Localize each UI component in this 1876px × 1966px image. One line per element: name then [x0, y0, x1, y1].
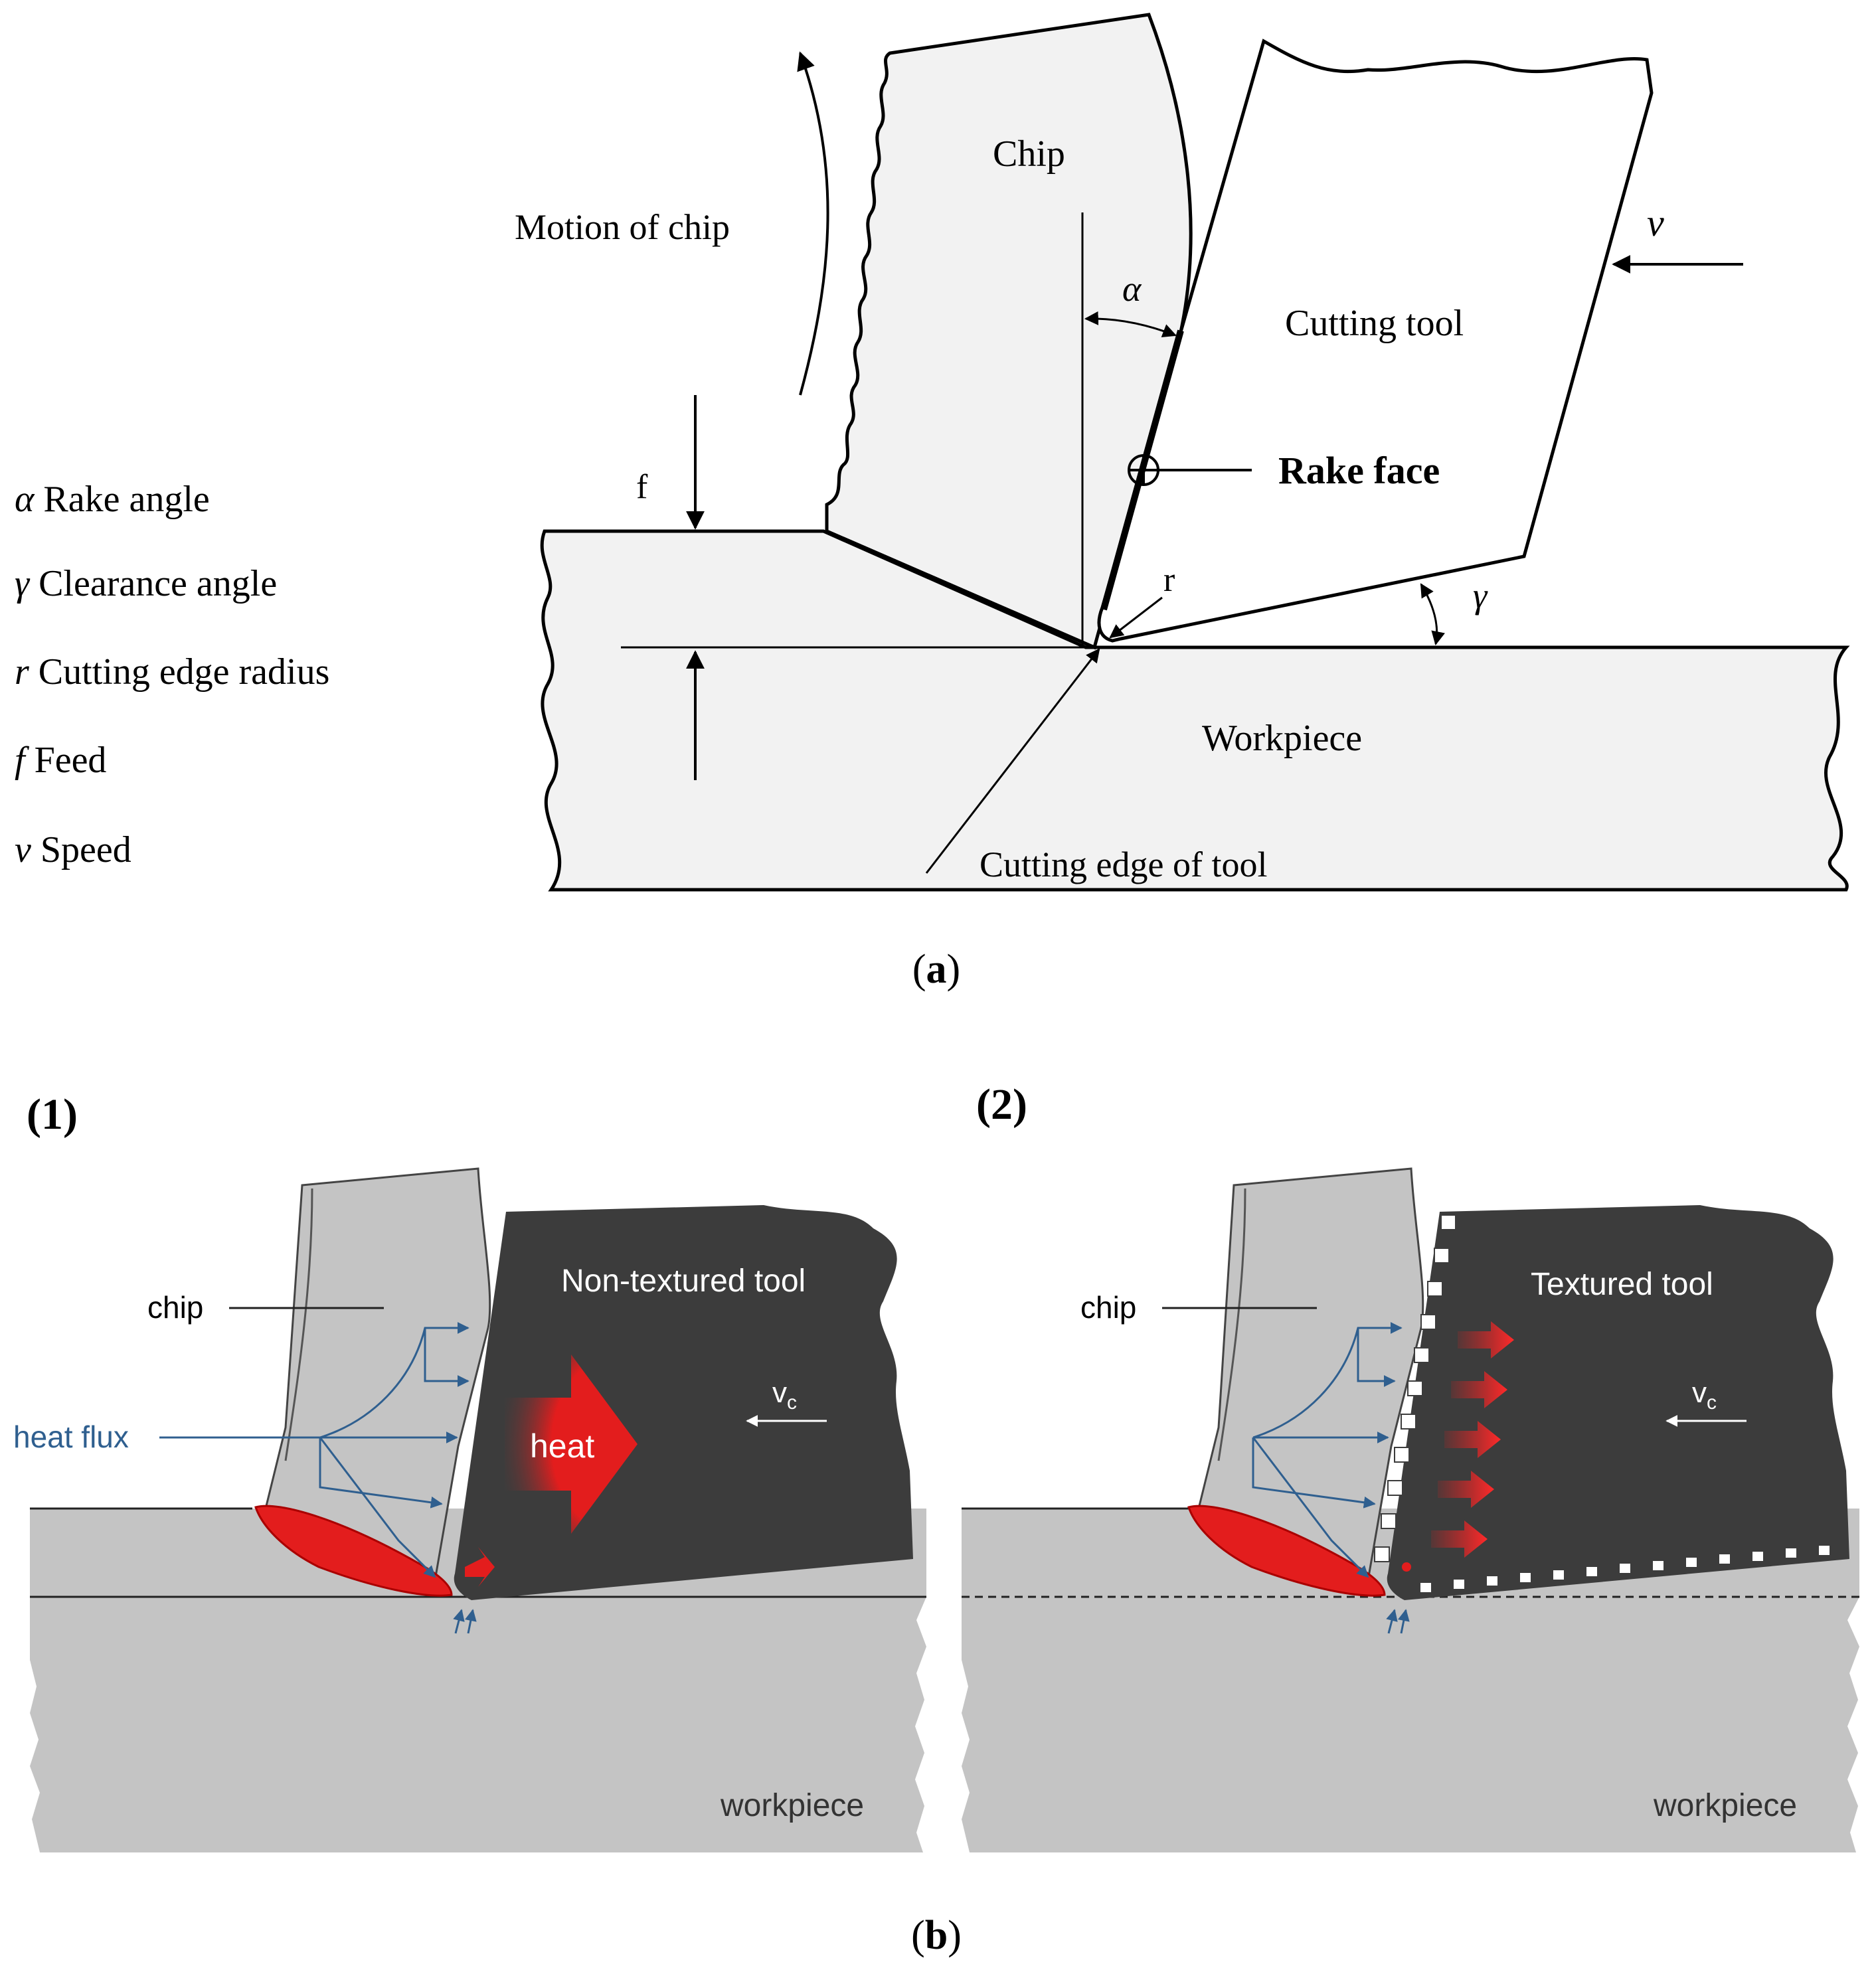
rake-angle-arc [1084, 311, 1177, 337]
workpiece-a [540, 529, 1850, 892]
small-heat-arrow-b1 [465, 1547, 495, 1587]
caption-a-open: ( [912, 947, 926, 992]
legend-symbol-v: v [15, 829, 31, 870]
subpanel-2-tag: (2) [976, 1080, 1027, 1129]
caption-a-letter: a [926, 947, 947, 992]
vc-sub-b1: c [787, 1392, 797, 1414]
vc-label-b1: vc [772, 1376, 797, 1414]
heat-label: heat [530, 1428, 594, 1465]
chip-label-a: Chip [993, 133, 1065, 175]
chip-label-b2: chip [1080, 1290, 1136, 1325]
cutting-tool-label: Cutting tool [1285, 303, 1464, 344]
vc-label-b2: vc [1692, 1376, 1717, 1414]
vc-main-b2: v [1692, 1376, 1707, 1409]
heat-zone-b1 [254, 1505, 453, 1597]
workpiece-b2 [962, 1509, 1859, 1852]
r-label: r [1163, 561, 1175, 599]
heat-flux-tree-b2 [1252, 1322, 1410, 1634]
legend-item: f Feed [15, 740, 106, 781]
texture-dimples-rake [1374, 1214, 1456, 1562]
caption-a: (a) [912, 947, 960, 992]
legend-text-speed: Speed [31, 829, 131, 870]
workpiece-label-b1: workpiece [720, 1788, 864, 1823]
chip-boundary-b2 [1217, 1188, 1246, 1461]
caption-a-close: ) [947, 947, 961, 992]
f-label: f [636, 468, 648, 506]
legend-text-feed: Feed [25, 740, 107, 781]
heat-arrow-b1 [505, 1354, 638, 1534]
legend-text-rake-angle: Rake angle [34, 479, 209, 520]
legend-item: γ Clearance angle [15, 563, 277, 604]
motion-of-chip-label: Motion of chip [515, 207, 730, 247]
heat-arrows-b2 [1431, 1321, 1514, 1558]
legend-symbol-gamma: γ [15, 563, 31, 604]
cutting-edge-label: Cutting edge of tool [980, 845, 1267, 884]
panel-b1: (1) chip heat flux Non-textured [13, 1090, 926, 1852]
legend-item: v Speed [15, 829, 131, 870]
legend-item: α Rake angle [15, 479, 210, 520]
heat-flux-label: heat flux [13, 1420, 129, 1454]
chip-boundary-b1 [284, 1188, 313, 1461]
v-label: v [1647, 201, 1664, 244]
clearance-angle-arc [1420, 583, 1445, 646]
tool-b2 [1387, 1205, 1849, 1600]
chip-motion-arrow [797, 51, 829, 396]
chip-a [825, 13, 1193, 650]
edge-heat-dot-b2 [1402, 1562, 1411, 1572]
gamma-label: γ [1473, 576, 1488, 615]
workpiece-b1 [30, 1509, 926, 1852]
panel-b2: (2) [962, 1080, 1859, 1852]
radius-arrow [1109, 596, 1163, 639]
textured-tool-label: Textured tool [1531, 1267, 1713, 1302]
texture-dimples-flank [1419, 1544, 1831, 1594]
caption-b-close: ) [948, 1913, 962, 1958]
cutting-edge-pointer [925, 648, 1100, 874]
subpanel-1-tag: (1) [27, 1090, 78, 1139]
alpha-label: α [1122, 269, 1142, 309]
heat-zone-b2 [1187, 1505, 1386, 1597]
legend-symbol-r: r [15, 651, 29, 693]
non-textured-tool-label: Non-textured tool [561, 1264, 806, 1299]
vc-sub-b2: c [1707, 1392, 1717, 1414]
legend-symbol-alpha: α [15, 479, 35, 520]
workpiece-label-a: Workpiece [1202, 718, 1362, 759]
legend-text-clearance-angle: Clearance angle [29, 563, 277, 604]
legend-text-cutting-edge-radius: Cutting edge radius [29, 651, 330, 693]
panel-a: α γ r Rake face v f Motion of chip Cutti… [15, 13, 1850, 992]
vc-main-b1: v [772, 1376, 787, 1409]
rake-face-label: Rake face [1278, 449, 1440, 492]
caption-b: (b) [911, 1913, 962, 1958]
chip-label-b1: chip [147, 1290, 203, 1325]
tool-b1 [454, 1205, 913, 1600]
legend-a: α Rake angle γ Clearance angle r Cutting… [15, 479, 329, 870]
caption-b-letter: b [925, 1913, 948, 1958]
legend-item: r Cutting edge radius [15, 651, 329, 693]
shear-plane [826, 529, 1095, 649]
heat-flux-tree-b1 [159, 1322, 477, 1634]
workpiece-label-b2: workpiece [1653, 1788, 1797, 1823]
caption-b-open: ( [911, 1913, 925, 1958]
